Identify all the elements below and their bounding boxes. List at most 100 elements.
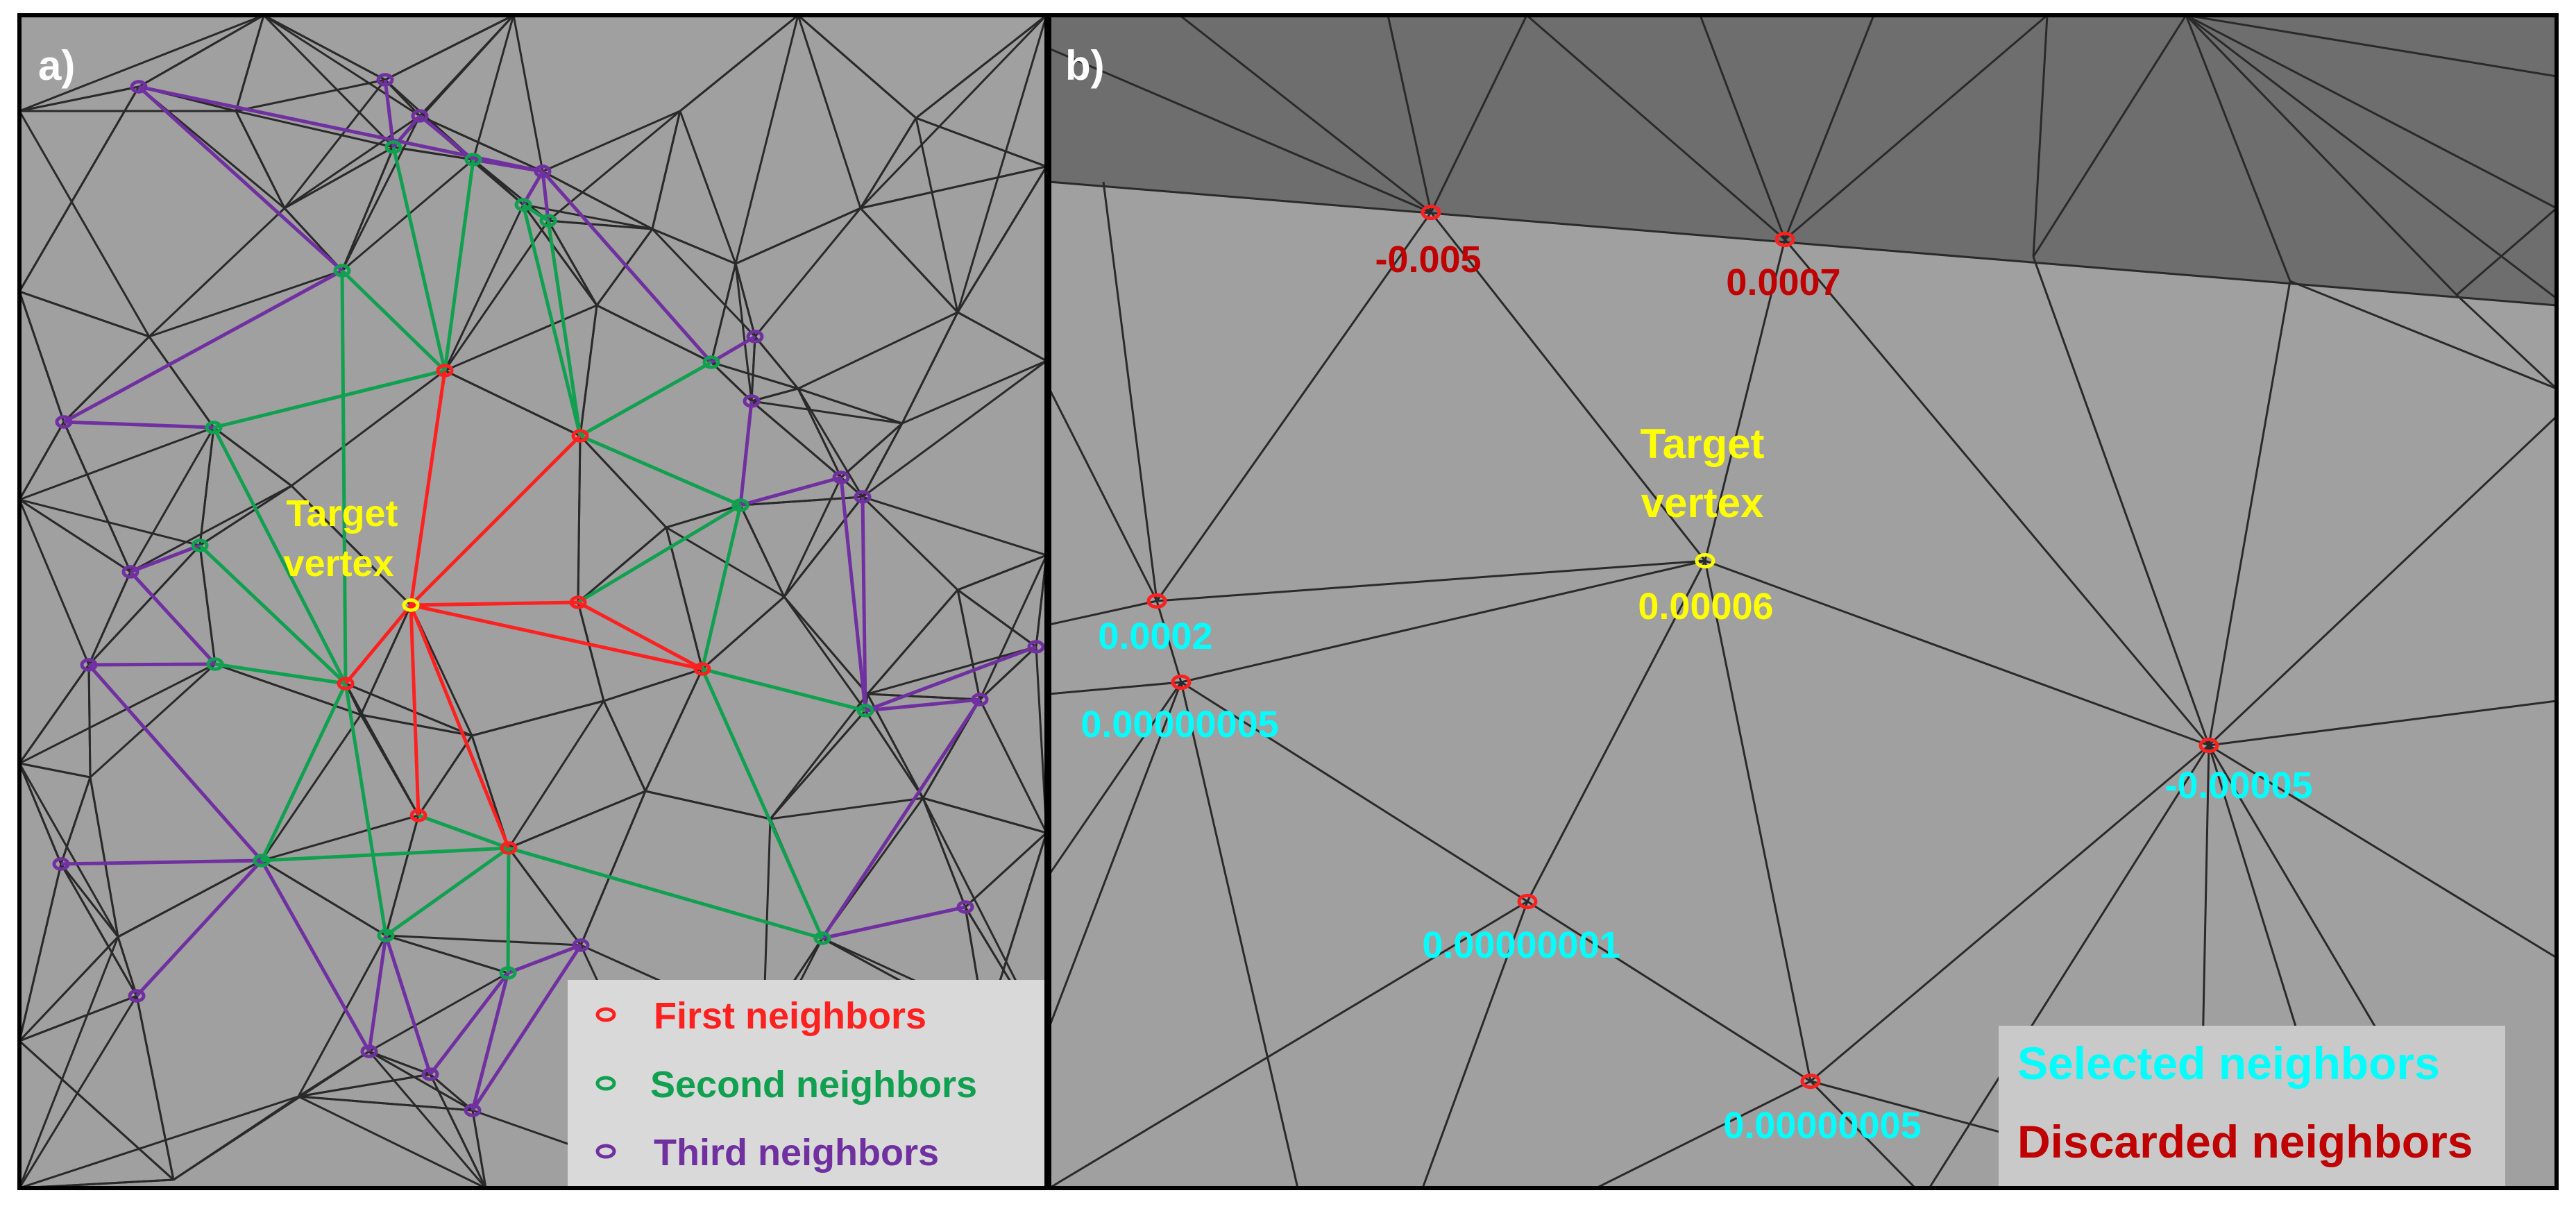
mesh-edge [522,204,598,306]
mesh-edge [368,1050,431,1076]
first-neighbor-vertex [693,662,711,676]
mesh-edge [1387,15,1432,213]
mesh-edge [866,589,959,695]
third-neighbor-edge [429,972,509,1076]
mesh-edge [1527,900,1811,1083]
third-neighbor-vertex [854,490,872,504]
mesh-edge [1595,1080,1811,1188]
third-neighbor-vertex [743,394,761,408]
legend-first-label: First neighbors [654,995,926,1037]
mesh-edge [1809,1080,1917,1188]
mesh-edge [734,263,756,337]
mesh-edge [797,388,864,498]
mesh-edge [862,496,1046,557]
panel-b-mesh [1049,15,2557,1188]
third-neighbor-vertex [80,658,98,672]
mesh-edge [750,336,756,402]
mesh-edge [861,423,904,498]
mesh-edge [19,498,131,573]
mesh-edge [603,668,703,702]
mesh-edge [1049,47,1432,214]
mesh-edge [359,714,420,816]
third-neighbor-edge [471,972,510,1111]
mesh-edge [797,15,862,209]
mesh-edge [596,304,712,364]
mesh-edge [645,790,771,820]
mesh-edge [1810,744,2210,1083]
third-neighbor-edge [138,85,543,173]
mesh-edge [783,496,864,598]
neighbor-vertex [1421,204,1441,221]
third-neighbor-vertex [832,471,850,484]
mesh-edge [385,934,509,974]
mesh-edge [444,369,581,437]
mesh-edge [508,790,646,849]
mesh-edge [2289,280,2557,390]
second-neighbor-vertex [731,498,749,512]
mesh-edge [507,847,582,946]
mesh-edge [1928,745,2210,1188]
second-neighbor-edge [261,846,509,863]
second-neighbor-edge [418,813,509,850]
mesh-edge [547,220,598,306]
mesh-edge [710,361,753,403]
second-neighbor-vertex [205,421,223,434]
mesh-edge [19,1040,175,1181]
mesh-edge [19,86,140,292]
second-neighbor-edge [579,434,741,507]
third-neighbor-edge [541,171,550,221]
mesh-edge [1704,559,2210,747]
second-neighbor-vertex [539,214,557,228]
first-neighbor-edge [409,604,421,816]
first-neighbor-edge [409,434,582,607]
mesh-edge [19,994,137,1042]
panel-a-frame [17,13,1049,1190]
third-neighbor-edge [88,662,216,667]
mesh-edge [284,146,394,210]
value-target: 0.00006 [1638,586,1773,627]
mesh-edge [213,426,292,487]
value-bottom: 0.00000005 [1723,1105,1921,1146]
third-neighbor-vertex [360,1044,378,1058]
value-top2: 0.0007 [1726,262,1840,303]
mesh-edge [783,596,867,711]
mesh-edge [915,117,959,313]
first-neighbor-edge [344,604,412,685]
third-neighbor-vertex [130,80,148,94]
mesh-edge [298,1095,486,1188]
mesh-edge [579,434,668,529]
mesh-edge [444,304,598,372]
third-neighbor-vertex [128,989,146,1003]
legend-second-label: Second neighbors [650,1064,977,1106]
neighbor-vertex [1774,231,1795,248]
second-neighbor-edge [213,369,446,430]
mesh-edge [19,421,65,500]
mesh-edge [2032,15,2187,257]
mesh-edge [284,115,421,210]
mesh-edge [135,995,175,1180]
mesh-edge [261,814,419,862]
mesh-edge [922,797,967,908]
mesh-edge [19,1095,299,1188]
mesh-edge [263,15,386,81]
legend-third-label: Third neighbors [654,1132,939,1174]
mesh-edge [341,146,395,271]
mesh-edge [507,700,605,849]
mesh-edge [148,336,215,428]
mesh-edge [62,335,151,423]
mesh-edge [198,427,215,546]
mesh-edge [19,664,90,764]
mesh-edge [19,936,119,1188]
mesh-edge [548,219,653,230]
third-neighbor-vertex [746,330,764,344]
neighbor-vertex [1517,893,1538,910]
mesh-edge [19,15,264,112]
third-neighbor-edge [541,170,713,364]
mesh-edge [260,714,362,861]
mesh-edge [579,305,598,437]
mesh-edge [922,797,1046,834]
neighbor-vertex [1146,593,1167,609]
mesh-edge [2032,15,2049,257]
mesh-edge [734,15,799,264]
